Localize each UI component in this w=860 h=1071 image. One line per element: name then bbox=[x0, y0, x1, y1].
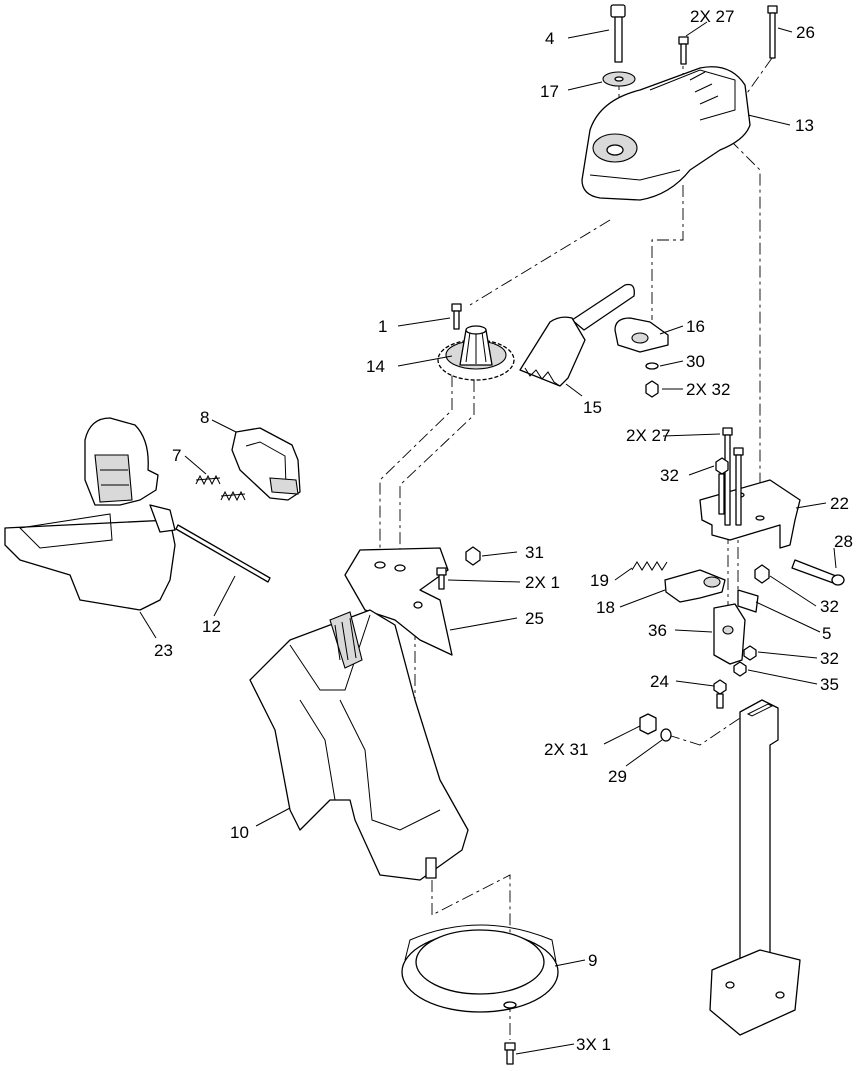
bracket-5 bbox=[737, 589, 759, 613]
screw-3x1 bbox=[504, 1042, 516, 1065]
washer-29 bbox=[660, 728, 672, 742]
nut-31 bbox=[465, 546, 481, 566]
callout-32-cam: 32 bbox=[820, 649, 839, 668]
nut-31-pair bbox=[639, 713, 657, 735]
callout-23: 23 bbox=[154, 641, 173, 660]
screw-27-top bbox=[678, 36, 689, 65]
bolt-32-plate bbox=[715, 457, 729, 515]
callout-2x31: 2X 31 bbox=[544, 740, 588, 759]
callout-5: 5 bbox=[822, 624, 831, 643]
cam-36 bbox=[713, 603, 746, 665]
callout-19: 19 bbox=[590, 571, 609, 590]
callout-31: 31 bbox=[525, 543, 544, 562]
callout-8: 8 bbox=[200, 408, 209, 427]
nut-32-top bbox=[645, 380, 659, 398]
callout-36: 36 bbox=[648, 621, 667, 640]
nut-35 bbox=[733, 661, 747, 677]
callout-22: 22 bbox=[830, 494, 849, 513]
callout-15: 15 bbox=[583, 398, 602, 417]
washer-17 bbox=[602, 71, 636, 87]
rod-12 bbox=[175, 524, 271, 583]
callout-3x1: 3X 1 bbox=[576, 1035, 611, 1054]
bolt-4 bbox=[610, 4, 626, 63]
callout-2x27-plate: 2X 27 bbox=[626, 426, 670, 445]
shaft-15 bbox=[519, 283, 635, 387]
springs-7 bbox=[195, 474, 246, 502]
screw-1-gear bbox=[451, 303, 462, 330]
washer-30 bbox=[645, 362, 659, 370]
callout-labels: 4 2X 27 26 17 13 1 16 14 30 2X 32 15 8 2… bbox=[154, 7, 853, 1054]
bolt-26 bbox=[767, 5, 778, 59]
handle-23 bbox=[4, 417, 176, 611]
callout-32-lever: 32 bbox=[820, 597, 839, 616]
housing-8 bbox=[231, 427, 301, 501]
callout-16: 16 bbox=[686, 317, 705, 336]
callout-14: 14 bbox=[366, 357, 385, 376]
callout-24: 24 bbox=[650, 672, 669, 691]
callout-2x32: 2X 32 bbox=[686, 380, 730, 399]
screws-27 bbox=[722, 427, 744, 526]
callout-9: 9 bbox=[588, 951, 597, 970]
callout-2x27-top: 2X 27 bbox=[690, 7, 734, 26]
callout-18: 18 bbox=[596, 598, 615, 617]
callout-2x1: 2X 1 bbox=[525, 573, 560, 592]
ring-9 bbox=[401, 924, 559, 1013]
callout-35: 35 bbox=[820, 675, 839, 694]
plate-22 bbox=[699, 479, 801, 549]
callout-29: 29 bbox=[608, 767, 627, 786]
bracket-25 bbox=[344, 547, 453, 656]
callout-1-top: 1 bbox=[378, 317, 387, 336]
callout-10: 10 bbox=[230, 823, 249, 842]
callout-26: 26 bbox=[796, 23, 815, 42]
callout-12: 12 bbox=[202, 617, 221, 636]
leader-lines bbox=[139, 21, 837, 1055]
callout-4: 4 bbox=[545, 29, 554, 48]
callout-7: 7 bbox=[172, 446, 181, 465]
pin-28 bbox=[791, 559, 845, 586]
cover-13 bbox=[581, 66, 751, 201]
assembly-lines bbox=[379, 50, 773, 1040]
nut-32-cam bbox=[743, 645, 757, 661]
callout-32-plate: 32 bbox=[660, 466, 679, 485]
chute-10 bbox=[249, 609, 469, 881]
screw-1-bracket bbox=[436, 567, 447, 590]
lever-18 bbox=[664, 569, 726, 603]
callout-13: 13 bbox=[795, 116, 814, 135]
spring-19 bbox=[631, 561, 668, 571]
callout-30: 30 bbox=[686, 352, 705, 371]
gear-14 bbox=[437, 325, 515, 381]
callout-25: 25 bbox=[525, 609, 544, 628]
bracket-16 bbox=[614, 317, 669, 353]
bolt-24 bbox=[713, 679, 727, 709]
upright-tube bbox=[709, 699, 801, 1036]
callout-28: 28 bbox=[834, 532, 853, 551]
callout-17: 17 bbox=[540, 82, 559, 101]
nut-32-lever bbox=[754, 564, 770, 584]
